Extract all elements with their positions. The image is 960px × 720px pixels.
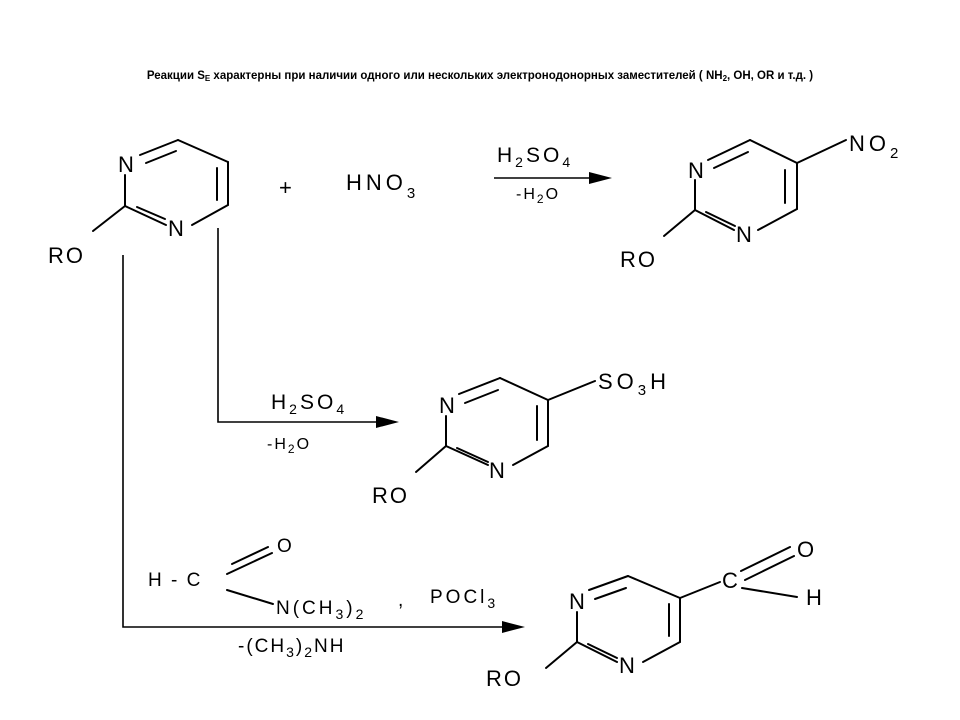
hno3-label: HNO3 — [346, 170, 419, 202]
ro-group: RO — [372, 483, 409, 508]
h2so4-label: H2SO4 — [497, 144, 573, 170]
atom-n: N — [736, 222, 752, 247]
comma: , — [398, 590, 403, 611]
ro-group: RO — [48, 243, 85, 268]
slide-title: Реакции SE характерны при наличии одного… — [146, 70, 814, 83]
pocl3-label: POCl3 — [430, 587, 498, 611]
sulfonation-arrow: H2SO4 -H2O — [217, 228, 399, 456]
atom-o: O — [797, 537, 814, 562]
dimethylamine-loss-label: -(CH3)2NH — [238, 636, 345, 660]
atom-n: N — [619, 653, 635, 678]
h2so4-label: H2SO4 — [271, 391, 347, 417]
atom-c: C — [722, 568, 738, 593]
atom-n: N — [489, 458, 505, 483]
no2-group: NO2 — [849, 131, 902, 162]
atom-n: N — [688, 158, 704, 183]
atom-o: O — [277, 536, 292, 557]
nme2-label: N(CH3)2 — [276, 598, 366, 622]
atom-n: N — [569, 589, 585, 614]
ro-group: RO — [486, 666, 523, 691]
hc-label: H - C — [148, 570, 202, 591]
starting-pyrimidine: N N RO — [48, 139, 229, 268]
nitration-arrow: H2SO4 -H2O — [494, 144, 612, 206]
sulfo-product: N N SO3H RO — [372, 369, 670, 508]
minus-water-label: -H2O — [516, 186, 560, 206]
nitro-product: N N NO2 RO — [620, 131, 902, 272]
atom-n: N — [118, 152, 134, 177]
minus-water-label: -H2O — [267, 436, 311, 456]
ro-group: RO — [620, 247, 657, 272]
atom-h: H — [806, 585, 822, 610]
plus-sign: + — [279, 175, 292, 200]
so3h-group: SO3H — [598, 369, 670, 399]
aldehyde-product: N N C O H RO — [486, 537, 822, 691]
dmf-reagent: H - C O N(CH3)2 , POCl3 -(CH3)2NH — [148, 536, 498, 660]
formylation-arrow — [122, 255, 525, 633]
atom-n: N — [439, 393, 455, 418]
atom-n: N — [168, 216, 184, 241]
